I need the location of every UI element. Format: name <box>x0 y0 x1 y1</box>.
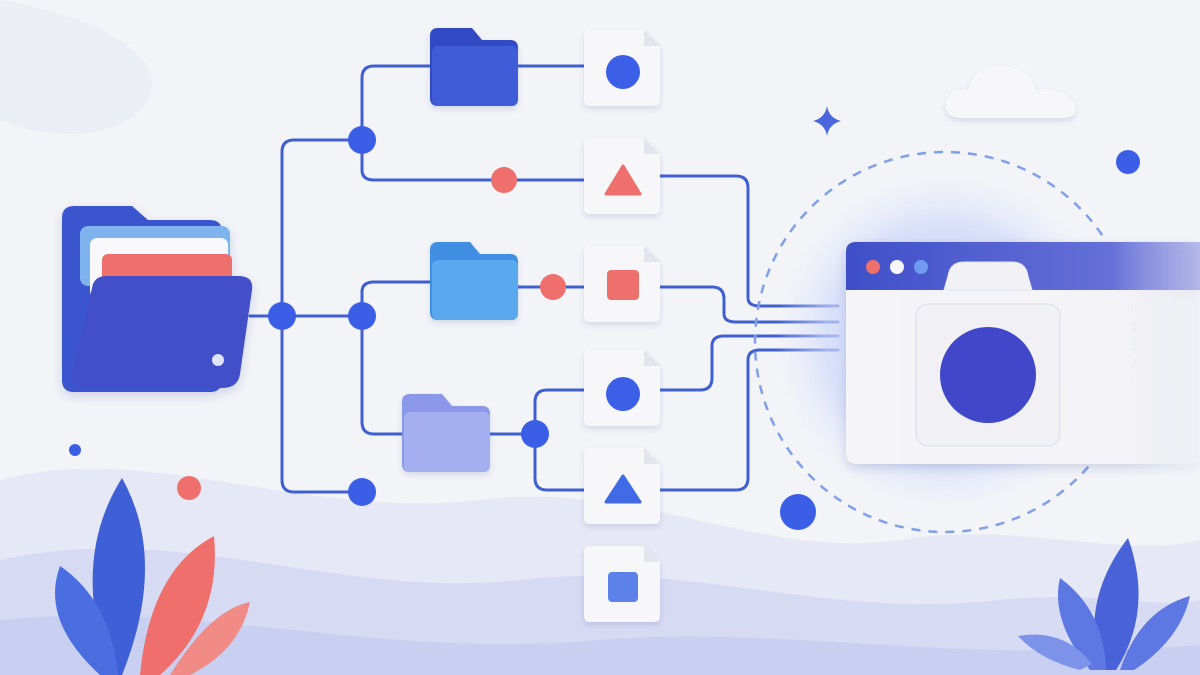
circle-icon <box>606 377 640 411</box>
circle-icon <box>606 55 640 89</box>
window-control-white <box>890 260 904 274</box>
subfolder-sky-icon <box>430 242 518 320</box>
floating-dot <box>1116 150 1140 174</box>
subfolder-dark-icon <box>430 28 518 106</box>
file-card-5 <box>584 448 660 524</box>
subfolder-lavender-icon <box>402 394 490 472</box>
browser-window <box>846 242 1200 464</box>
square-icon <box>607 270 639 300</box>
file-card-6 <box>584 546 660 622</box>
sparkle-icon <box>813 106 841 136</box>
camera-icon <box>915 261 1061 447</box>
file-card-2 <box>584 138 660 214</box>
file-card-3 <box>584 246 660 322</box>
cloud-icon <box>945 65 1076 118</box>
window-control-blue <box>914 260 928 274</box>
square-icon <box>608 572 638 602</box>
floating-dot <box>177 476 201 500</box>
leaves-left-icon <box>55 478 250 675</box>
triangle-icon <box>604 164 642 196</box>
source-folder-icon <box>62 206 253 392</box>
file-card-4 <box>584 350 660 426</box>
floating-dot <box>69 444 81 456</box>
junction-dots <box>268 126 566 506</box>
triangle-icon <box>604 474 642 504</box>
floating-dot <box>780 494 816 530</box>
file-card-1 <box>584 30 660 106</box>
window-control-red <box>866 260 880 274</box>
leaves-right-icon <box>1018 538 1190 670</box>
camera-lens <box>940 327 1036 423</box>
